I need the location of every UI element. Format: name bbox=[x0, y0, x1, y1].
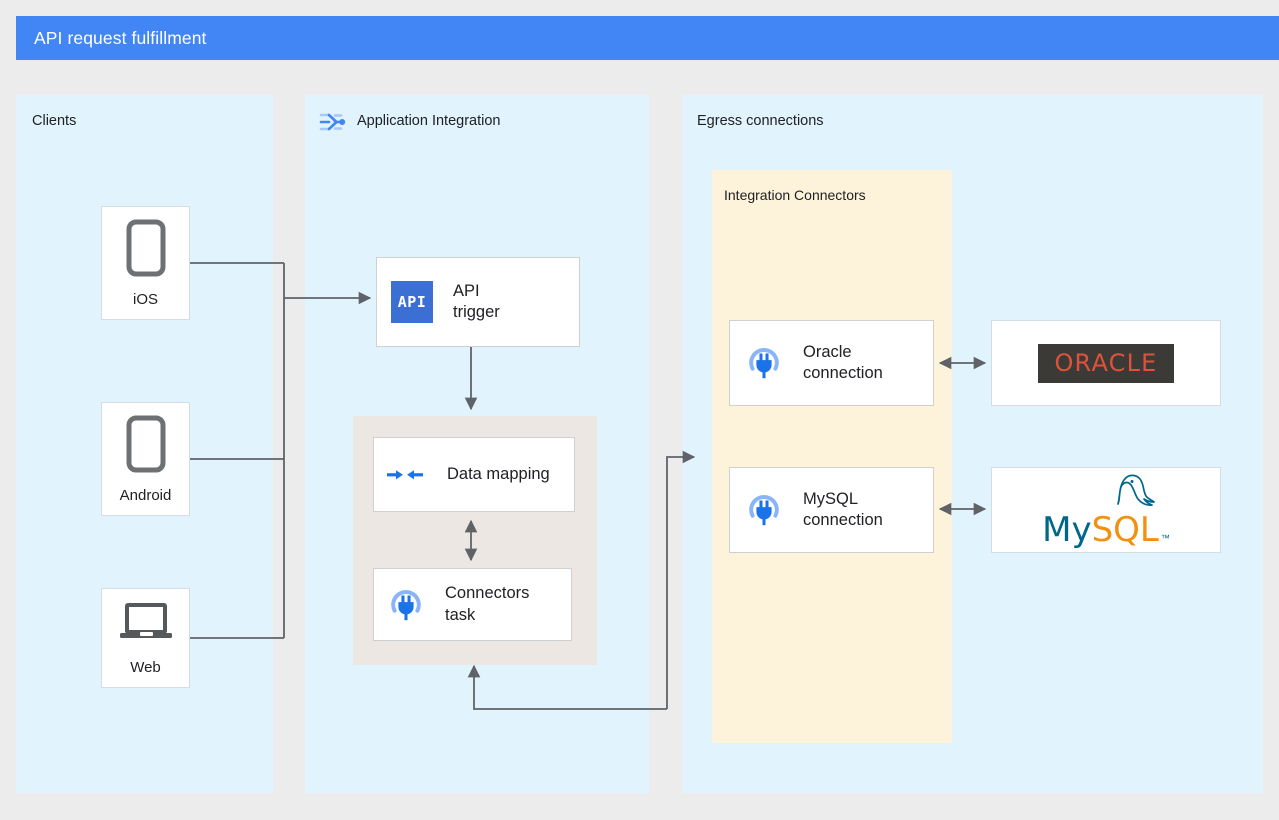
node-mysql-connection[interactable]: MySQL connection bbox=[729, 467, 934, 553]
diagram-title-bar: API request fulfillment bbox=[16, 16, 1279, 60]
node-label: Oracle connection bbox=[803, 342, 883, 382]
data-mapping-icon bbox=[386, 462, 424, 488]
panel-clients-label: Clients bbox=[32, 113, 77, 129]
client-label: Web bbox=[130, 658, 161, 676]
oracle-logo: ORACLE bbox=[1038, 343, 1174, 383]
mobile-phone-icon bbox=[125, 219, 167, 282]
api-badge-text: API bbox=[391, 281, 433, 323]
client-label: Android bbox=[119, 486, 172, 504]
node-data-mapping[interactable]: Data mapping bbox=[373, 437, 575, 512]
connector-plug-icon bbox=[745, 491, 783, 529]
node-label: Data mapping bbox=[447, 464, 550, 483]
panel-egress-connections-label: Egress connections bbox=[697, 113, 824, 129]
backend-card-mysql[interactable]: My SQL ™ bbox=[991, 467, 1221, 553]
laptop-icon bbox=[118, 601, 174, 650]
panel-integration-connectors-label: Integration Connectors bbox=[724, 187, 866, 203]
page-title: API request fulfillment bbox=[34, 27, 207, 48]
connector-plug-icon bbox=[387, 586, 425, 624]
node-connectors-task[interactable]: Connectors task bbox=[373, 568, 572, 641]
node-api-trigger[interactable]: API API trigger bbox=[376, 257, 580, 347]
node-oracle-connection[interactable]: Oracle connection bbox=[729, 320, 934, 406]
mysql-logo: My SQL ™ bbox=[1042, 471, 1170, 550]
client-card-android[interactable]: Android bbox=[101, 402, 190, 516]
application-integration-icon bbox=[316, 106, 348, 138]
client-card-ios[interactable]: iOS bbox=[101, 206, 190, 320]
mysql-trademark: ™ bbox=[1160, 532, 1170, 543]
backend-card-oracle[interactable]: ORACLE bbox=[991, 320, 1221, 406]
client-label: iOS bbox=[132, 290, 158, 308]
panel-integration-connectors bbox=[712, 170, 952, 743]
mysql-logo-text-sql: SQL bbox=[1091, 509, 1159, 550]
node-label: API trigger bbox=[453, 281, 500, 321]
node-label: Connectors task bbox=[445, 584, 530, 624]
oracle-logo-text: ORACLE bbox=[1054, 348, 1158, 377]
client-card-web[interactable]: Web bbox=[101, 588, 190, 688]
connector-plug-icon bbox=[745, 344, 783, 382]
mysql-logo-text-my: My bbox=[1042, 509, 1092, 550]
mysql-dolphin-icon bbox=[1090, 471, 1162, 516]
mobile-phone-icon bbox=[125, 415, 167, 478]
node-label: MySQL connection bbox=[803, 489, 883, 529]
api-badge-icon: API bbox=[391, 281, 433, 323]
panel-application-integration-label: Application Integration bbox=[357, 113, 501, 129]
